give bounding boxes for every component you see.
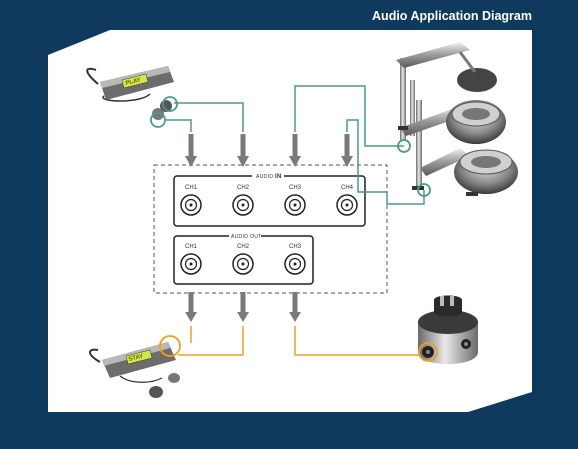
audio-in-ch4-label: CH4 [341,185,354,191]
arrow-down-icon [341,134,353,167]
output-arrows [185,292,301,322]
audio-out-ch3-label: CH3 [289,244,302,250]
audio-out-ch2[interactable]: CH2 [232,244,254,275]
arrow-down-icon [185,292,197,322]
dj-turntable-icon [396,42,518,197]
player-bottom-display: STAY [128,353,144,362]
audio-out-ch1-label: CH1 [185,244,198,250]
audio-in-ch1-label: CH1 [185,185,198,191]
audio-in-ch3[interactable]: CH3 [284,185,306,216]
audio-recorder-icon: STAY [89,335,181,398]
audio-in-ch4[interactable]: CH4 [336,185,358,216]
input-arrows [185,134,353,167]
audio-out-label: AUDIO OUT [231,234,261,240]
arrow-down-icon [289,134,301,167]
audio-in-ch2-label: CH2 [237,185,250,191]
audio-player-icon: PLAY [86,66,178,128]
input-cables [166,85,425,205]
audio-out-ch3[interactable]: CH3 [284,244,306,275]
output-cables [178,326,421,356]
arrow-down-icon [289,292,301,322]
arrow-down-icon [185,134,197,167]
player-top-display: PLAY [125,77,141,87]
arrow-down-icon [237,134,249,167]
audio-out-ch1[interactable]: CH1 [180,244,202,275]
arrow-down-icon [237,292,249,322]
device-outline [153,164,388,294]
audio-out-ch2-label: CH2 [237,244,250,250]
svg-text:AUDIO IN: AUDIO IN [256,174,282,180]
audio-in-label-suffix: IN [275,174,282,180]
audio-in-group: AUDIO IN [173,172,366,227]
audio-in-ch3-label: CH3 [289,185,302,191]
audio-in-ch1[interactable]: CH1 [180,185,202,216]
audio-in-label-prefix: AUDIO [256,174,273,180]
diagram-title: Audio Application Diagram [372,9,532,23]
speaker-icon [418,295,478,364]
audio-in-ch2[interactable]: CH2 [232,185,254,216]
